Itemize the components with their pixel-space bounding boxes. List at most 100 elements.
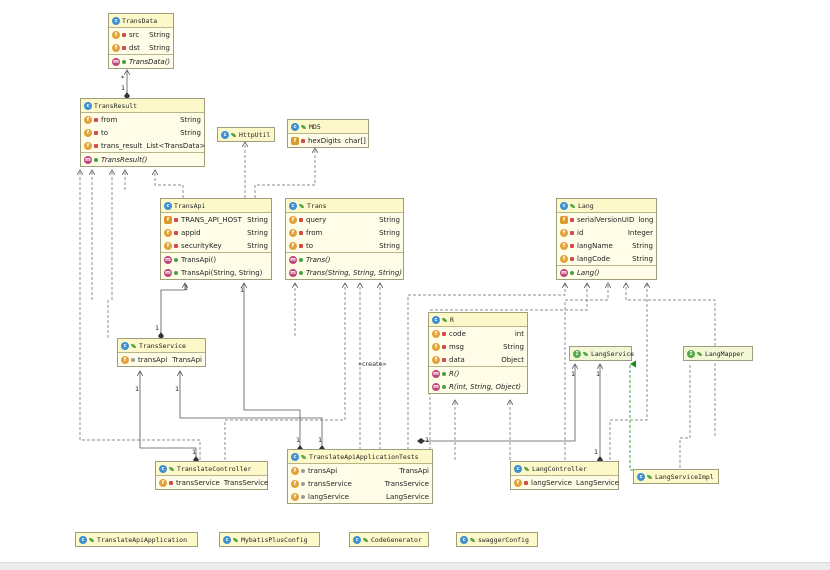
private-icon — [174, 230, 178, 235]
public-icon — [299, 270, 303, 275]
spring-leaf-icon — [470, 537, 475, 542]
class-name: MybatisPlusConfig — [241, 535, 308, 544]
field-icon: f — [291, 466, 299, 475]
class-name: LangController — [532, 464, 587, 473]
field-icon: f — [514, 478, 522, 487]
private-icon — [94, 130, 98, 135]
spring-leaf-icon — [524, 466, 529, 471]
package-icon — [301, 468, 305, 473]
class-name: TranslateApiApplicationTests — [309, 452, 419, 461]
class-icon: c — [291, 452, 299, 461]
class-icon: c — [164, 201, 172, 210]
field-icon: f — [289, 228, 297, 237]
method-icon: m — [164, 268, 172, 277]
multiplicity-label: 1 — [596, 370, 601, 378]
spring-leaf-icon — [231, 132, 236, 137]
static-field-icon: f — [291, 136, 299, 145]
multiplicity-label: 1 — [425, 436, 430, 444]
field-icon: f — [121, 355, 129, 364]
spring-leaf-icon — [301, 454, 306, 459]
field-icon: f — [84, 128, 92, 137]
field-icon: f — [164, 228, 172, 237]
static-field-icon: f — [164, 215, 172, 224]
class-name: HttpUtil — [239, 130, 271, 139]
method-icon: m — [289, 255, 297, 264]
public-icon — [299, 257, 303, 262]
private-icon — [299, 217, 303, 222]
private-icon — [174, 217, 178, 222]
public-icon — [174, 257, 178, 262]
class-icon: c — [291, 122, 299, 131]
private-icon — [94, 117, 98, 122]
package-icon — [301, 494, 305, 499]
field-icon: f — [289, 241, 297, 250]
private-icon — [122, 32, 126, 37]
class-icon: c — [112, 16, 120, 25]
public-icon — [94, 157, 98, 162]
class-name: TranslateApiApplication — [97, 535, 188, 544]
field-icon: f — [432, 329, 440, 338]
spring-leaf-icon — [301, 124, 306, 129]
method-icon: m — [560, 268, 568, 277]
private-icon — [570, 230, 574, 235]
multiplicity-label: 1 — [594, 448, 599, 456]
public-icon — [442, 371, 446, 376]
field-icon: f — [159, 478, 167, 487]
window-bottom-strip — [0, 562, 830, 570]
